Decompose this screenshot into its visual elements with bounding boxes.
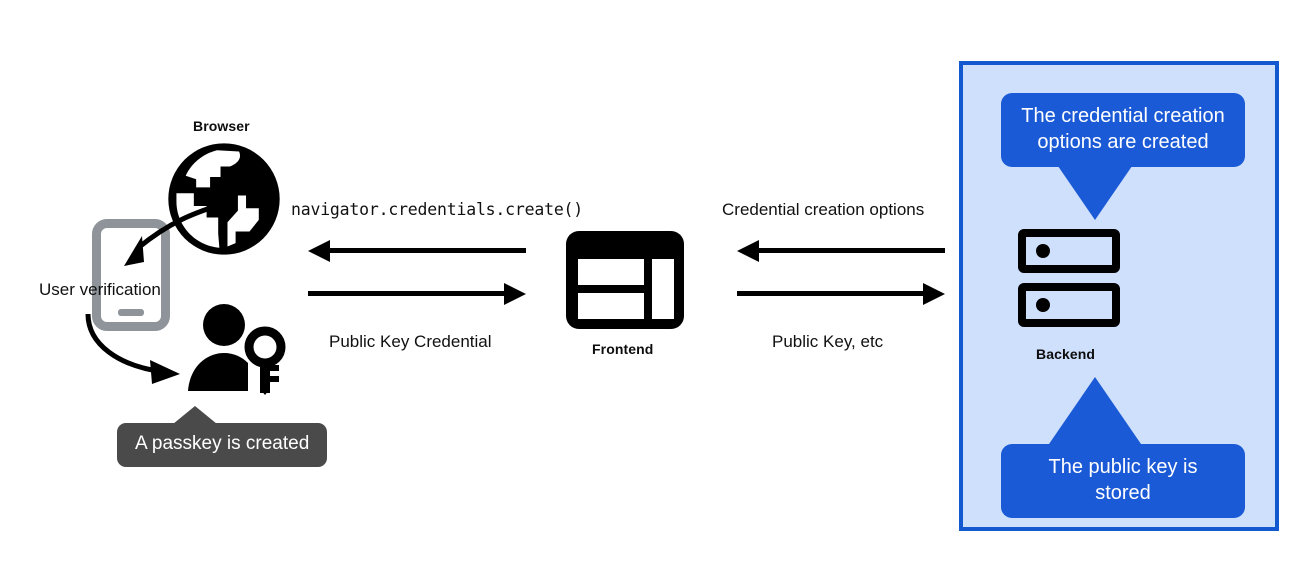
- backend-panel: The credential creation options are crea…: [959, 61, 1279, 531]
- browser-window-icon: [566, 231, 684, 334]
- credential-creation-options-label: Credential creation options: [722, 200, 925, 219]
- server-stack-icon: [1018, 229, 1120, 327]
- public-key-credential-label: Public Key Credential: [329, 332, 492, 351]
- browser-label: Browser: [193, 118, 250, 134]
- tooltip-text: A passkey is created: [135, 433, 310, 454]
- callout-bottom-line1: The public key is: [1048, 456, 1198, 478]
- arrow-head-left-icon: [737, 240, 759, 262]
- user-with-key-icon: [188, 303, 292, 400]
- frontend-label: Frontend: [592, 341, 654, 357]
- server-unit-bottom: [1018, 283, 1120, 327]
- user-verification-label: User verification: [39, 280, 161, 299]
- navigator-credentials-create-label: navigator.credentials.create(): [291, 200, 584, 219]
- arrow-shaft: [308, 291, 506, 296]
- callout-bottom-line2: stored: [1095, 482, 1151, 504]
- arrow-head-right-icon: [504, 283, 526, 305]
- passkey-created-tooltip: A passkey is created: [117, 406, 328, 467]
- server-led-icon: [1036, 298, 1050, 312]
- callout-top-line1: The credential creation: [1021, 105, 1225, 127]
- globe-icon: [166, 141, 282, 257]
- server-unit-top: [1018, 229, 1120, 273]
- callout-top-line2: options are created: [1037, 131, 1209, 153]
- arrow-phone-to-user: [85, 313, 180, 384]
- public-key-etc-label: Public Key, etc: [772, 332, 884, 351]
- arrow-shaft: [737, 291, 925, 296]
- arrow-shaft: [757, 248, 945, 253]
- server-led-icon: [1036, 244, 1050, 258]
- tooltip-notch: [173, 406, 217, 424]
- callout-public-key-stored: The public key is stored: [1001, 444, 1245, 518]
- arrow-head-left-icon: [308, 240, 330, 262]
- arrow-globe-to-phone: [124, 201, 223, 266]
- mobile-phone-icon: [92, 219, 170, 331]
- callout-credential-options: The credential creation options are crea…: [1001, 93, 1245, 167]
- arrow-head-right-icon: [923, 283, 945, 305]
- callout-bottom-pointer: [1049, 377, 1141, 444]
- backend-label: Backend: [1036, 346, 1096, 362]
- arrow-shaft: [328, 248, 526, 253]
